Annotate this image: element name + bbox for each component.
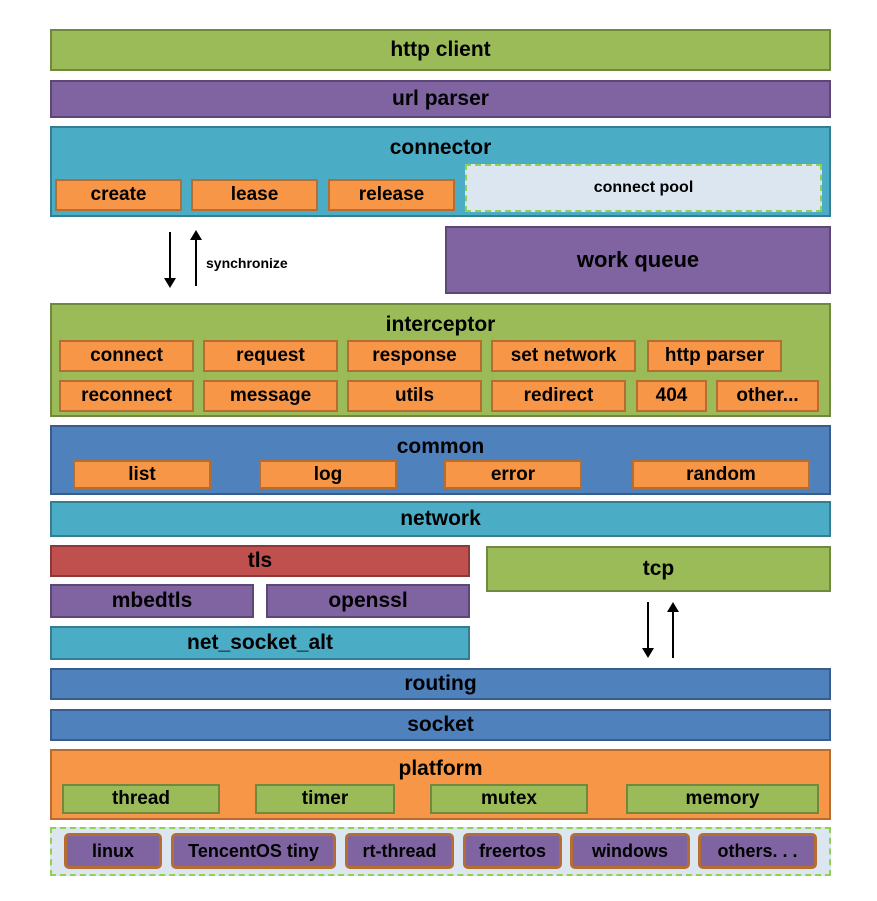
http-client-layer: http client: [50, 29, 831, 71]
platform-item-timer: timer: [255, 784, 395, 814]
socket-layer: socket: [50, 709, 831, 741]
tls-layer: tls: [50, 545, 470, 577]
os-item-freertos: freertos: [463, 833, 562, 869]
connector-item-create: create: [55, 179, 182, 211]
common-title: common: [396, 435, 485, 458]
interceptor-title: interceptor: [385, 313, 496, 336]
synchronize-arrows: [164, 230, 202, 288]
os-item-tencentos-tiny: TencentOS tiny: [171, 833, 336, 869]
interceptor-item-other: other...: [716, 380, 819, 412]
mbedtls-layer: mbedtls: [50, 584, 254, 618]
url-parser-layer: url parser: [50, 80, 831, 118]
interceptor-item-http-parser: http parser: [647, 340, 782, 372]
platform-title: platform: [398, 757, 483, 780]
common-item-log: log: [259, 460, 397, 489]
platform-item-thread: thread: [62, 784, 220, 814]
tcp-layer: tcp: [486, 546, 831, 592]
common-item-error: error: [444, 460, 582, 489]
common-item-random: random: [632, 460, 810, 489]
interceptor-item-response: response: [347, 340, 482, 372]
net-socket-alt-layer: net_socket_alt: [50, 626, 470, 660]
os-item-others: others. . .: [698, 833, 817, 869]
connector-item-lease: lease: [191, 179, 318, 211]
connector-item-release: release: [328, 179, 455, 211]
os-item-windows: windows: [570, 833, 690, 869]
interceptor-item-404: 404: [636, 380, 707, 412]
common-item-list: list: [73, 460, 211, 489]
routing-layer: routing: [50, 668, 831, 700]
platform-item-mutex: mutex: [430, 784, 588, 814]
connect-pool: connect pool: [465, 164, 822, 212]
synchronize-label: synchronize: [206, 255, 288, 271]
openssl-layer: openssl: [266, 584, 470, 618]
interceptor-item-set-network: set network: [491, 340, 636, 372]
interceptor-item-message: message: [203, 380, 338, 412]
os-item-linux: linux: [64, 833, 162, 869]
interceptor-item-connect: connect: [59, 340, 194, 372]
interceptor-item-request: request: [203, 340, 338, 372]
interceptor-item-reconnect: reconnect: [59, 380, 194, 412]
network-layer: network: [50, 501, 831, 537]
interceptor-item-utils: utils: [347, 380, 482, 412]
os-item-rt-thread: rt-thread: [345, 833, 454, 869]
tcp-arrows: [642, 602, 679, 658]
connector-title: connector: [389, 136, 492, 159]
work-queue: work queue: [445, 226, 831, 294]
platform-item-memory: memory: [626, 784, 819, 814]
interceptor-item-redirect: redirect: [491, 380, 626, 412]
